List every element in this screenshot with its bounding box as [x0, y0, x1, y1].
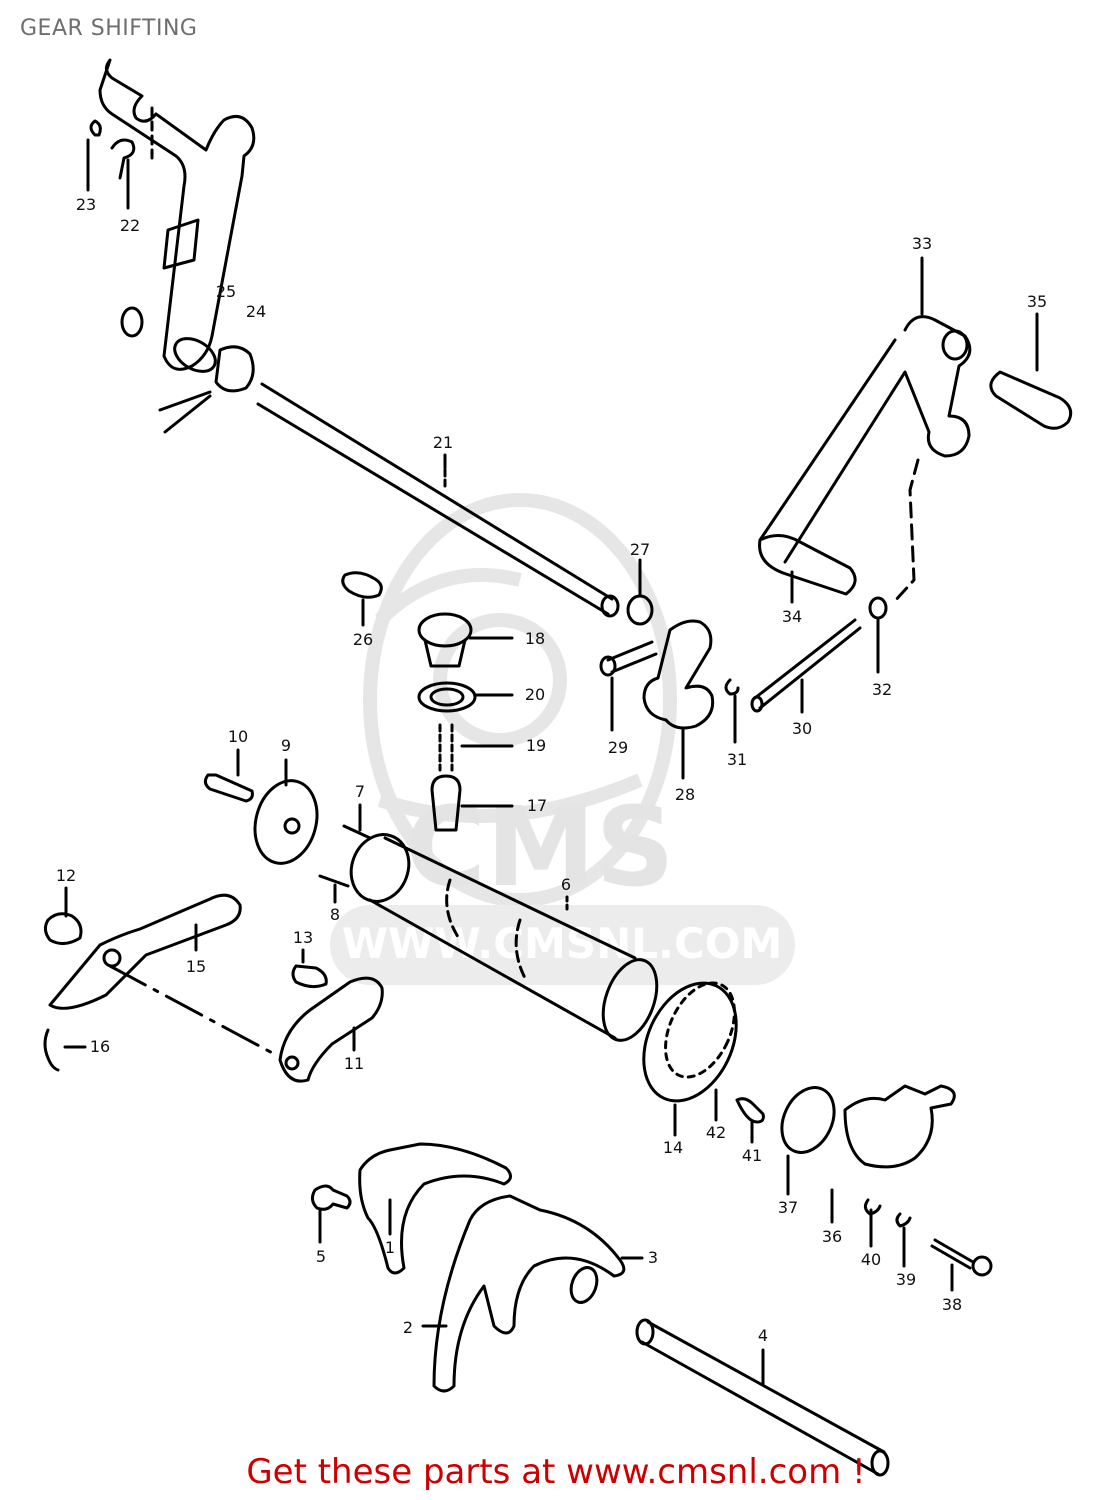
part-shift-arm [86, 58, 256, 434]
part-shift-shaft [256, 382, 620, 618]
callout-36[interactable]: 36 [821, 1227, 843, 1246]
callout-24[interactable]: 24 [245, 302, 267, 321]
callout-35[interactable]: 35 [1026, 292, 1048, 311]
callout-21[interactable]: 21 [432, 433, 454, 452]
callout-37[interactable]: 37 [777, 1198, 799, 1217]
callout-12[interactable]: 12 [55, 866, 77, 885]
callout-39[interactable]: 39 [895, 1270, 917, 1289]
part-shift-cam [642, 981, 738, 1137]
callout-5[interactable]: 5 [315, 1247, 327, 1266]
callout-33[interactable]: 33 [911, 234, 933, 253]
callout-11[interactable]: 11 [343, 1054, 365, 1073]
callout-7[interactable]: 7 [354, 782, 366, 801]
callout-34[interactable]: 34 [781, 607, 803, 626]
part-gear-pedal [758, 256, 1073, 674]
part-plunger-stack [417, 612, 514, 832]
callout-20[interactable]: 20 [524, 685, 546, 704]
callout-2[interactable]: 2 [402, 1318, 414, 1337]
watermark-url: WWW.CMSNL.COM [342, 919, 783, 968]
part-26 [341, 571, 383, 627]
watermark-logo: CMS [405, 783, 674, 911]
callout-3[interactable]: 3 [647, 1248, 659, 1267]
part-shift-forks [310, 1142, 890, 1477]
callout-4[interactable]: 4 [757, 1326, 769, 1345]
part-27 [626, 558, 654, 626]
promo-link[interactable]: Get these parts at www.cmsnl.com ! [246, 1452, 866, 1492]
callout-32[interactable]: 32 [871, 680, 893, 699]
part-shift-cam-drum [349, 833, 659, 1042]
callout-25[interactable]: 25 [215, 282, 237, 301]
callout-1[interactable]: 1 [384, 1238, 396, 1257]
callout-6[interactable]: 6 [560, 875, 572, 894]
callout-15[interactable]: 15 [185, 957, 207, 976]
callout-16[interactable]: 16 [89, 1037, 111, 1056]
callout-23[interactable]: 23 [75, 195, 97, 214]
callout-19[interactable]: 19 [525, 736, 547, 755]
callout-41[interactable]: 41 [741, 1146, 763, 1165]
callout-9[interactable]: 9 [280, 736, 292, 755]
part-cam-stopper-assembly [735, 1084, 993, 1292]
callout-18[interactable]: 18 [524, 629, 546, 648]
callout-28[interactable]: 28 [674, 785, 696, 804]
part-cam-guide-assembly [43, 886, 384, 1083]
callout-13[interactable]: 13 [292, 928, 314, 947]
callout-30[interactable]: 30 [791, 719, 813, 738]
callout-42[interactable]: 42 [705, 1123, 727, 1142]
callout-26[interactable]: 26 [352, 630, 374, 649]
callout-38[interactable]: 38 [941, 1295, 963, 1314]
callout-31[interactable]: 31 [726, 750, 748, 769]
part-pins [318, 803, 372, 904]
callout-17[interactable]: 17 [526, 796, 548, 815]
part-shift-lever-assembly [599, 618, 862, 780]
callout-27[interactable]: 27 [629, 540, 651, 559]
callout-8[interactable]: 8 [329, 905, 341, 924]
callout-14[interactable]: 14 [662, 1138, 684, 1157]
callout-40[interactable]: 40 [860, 1250, 882, 1269]
callout-10[interactable]: 10 [227, 727, 249, 746]
part-stopper-plate [203, 748, 319, 865]
page-title: GEAR SHIFTING [20, 16, 198, 41]
cms-watermark [363, 493, 677, 907]
callout-22[interactable]: 22 [119, 216, 141, 235]
callout-29[interactable]: 29 [607, 738, 629, 757]
watermark-url-band [330, 905, 795, 985]
